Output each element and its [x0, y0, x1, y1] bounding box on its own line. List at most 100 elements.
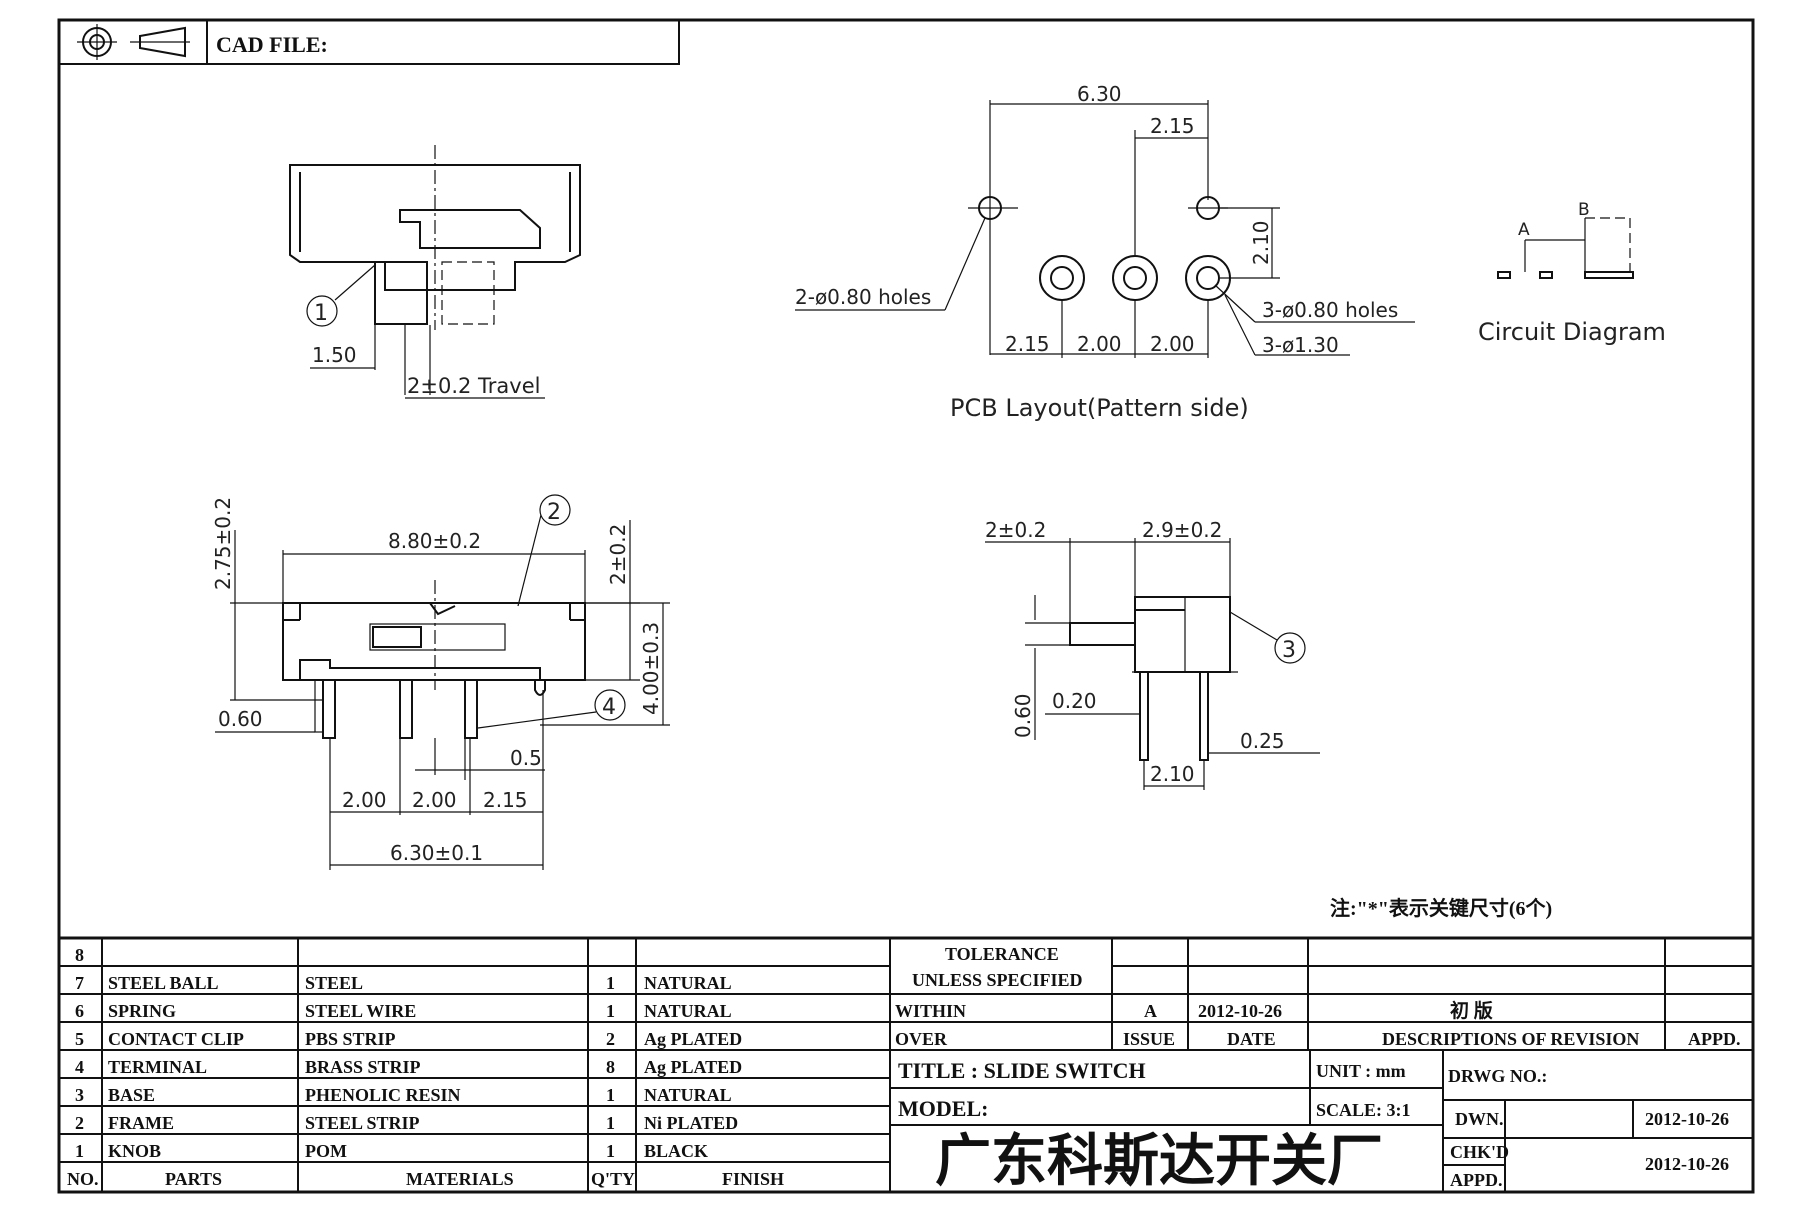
circuit-diagram: B A Circuit Diagram — [1478, 200, 1666, 346]
rev-header-date: DATE — [1227, 1029, 1276, 1049]
callout-4: 4 — [602, 695, 616, 720]
bom-header-no: NO. — [67, 1169, 99, 1189]
bom-no-5: 5 — [75, 1029, 84, 1049]
bom-qty-2: 1 — [606, 1113, 615, 1133]
scale-label: SCALE: 3:1 — [1316, 1100, 1411, 1120]
dim-8-80: 8.80±0.2 — [388, 529, 481, 553]
dim-6-30-total: 6.30±0.1 — [390, 841, 483, 865]
circuit-caption: Circuit Diagram — [1478, 318, 1666, 346]
bom-no-7: 7 — [75, 973, 84, 993]
dim-2-00-p2: 2.00 — [412, 788, 457, 812]
dim-2-00-p1: 2.00 — [342, 788, 387, 812]
bom-finish-5: Ag PLATED — [644, 1029, 742, 1049]
drawing-title: TITLE : SLIDE SWITCH — [898, 1058, 1146, 1083]
bom-part-7: STEEL BALL — [108, 973, 219, 993]
bom-part-5: CONTACT CLIP — [108, 1029, 244, 1049]
callout-3-circle — [1274, 632, 1306, 664]
rev-header-appd: APPD. — [1688, 1029, 1741, 1049]
bom-no-3: 3 — [75, 1085, 84, 1105]
front-view: 2 4 8.80±0.2 2.75±0.2 2±0.2 4.00±0.3 0.6… — [211, 494, 670, 870]
bom-qty-5: 2 — [606, 1029, 615, 1049]
bom-header-materials: MATERIALS — [406, 1169, 514, 1189]
bom-header-finish: FINISH — [722, 1169, 784, 1189]
dim-0-5: 0.5 — [510, 746, 542, 770]
over-label: OVER — [895, 1029, 948, 1049]
callout-3: 3 — [1282, 638, 1296, 663]
bom-table: 8 7 STEEL BALL STEEL 1 NATURAL 6 SPRING … — [59, 938, 891, 1192]
within-label: WITHIN — [895, 1001, 966, 1021]
bom-part-6: SPRING — [108, 1001, 176, 1021]
bom-part-3: BASE — [108, 1085, 155, 1105]
tolerance-label: TOLERANCE — [945, 944, 1059, 964]
bom-qty-6: 1 — [606, 1001, 615, 1021]
bom-material-5: PBS STRIP — [305, 1029, 396, 1049]
bom-no-1: 1 — [75, 1141, 84, 1161]
callout-1: 1 — [314, 301, 328, 326]
bom-qty-4: 8 — [606, 1057, 615, 1077]
pad-1 — [1039, 255, 1085, 301]
bom-finish-4: Ag PLATED — [644, 1057, 742, 1077]
unit-label: UNIT : mm — [1316, 1061, 1406, 1081]
dim-4-00: 4.00±0.3 — [639, 622, 663, 715]
bom-finish-6: NATURAL — [644, 1001, 732, 1021]
bom-material-1: POM — [305, 1141, 347, 1161]
bom-no-8: 8 — [75, 945, 84, 965]
chkd-date: 2012-10-26 — [1645, 1154, 1729, 1174]
unless-specified-label: UNLESS SPECIFIED — [912, 970, 1083, 990]
bom-material-7: STEEL — [305, 973, 363, 993]
bom-no-6: 6 — [75, 1001, 84, 1021]
label-3-holes: 3-ø0.80 holes — [1262, 298, 1398, 322]
bom-material-6: STEEL WIRE — [305, 1001, 416, 1021]
callout-1-circle — [306, 295, 338, 327]
dim-2-15-top: 2.15 — [1150, 114, 1195, 138]
appd-label: APPD. — [1450, 1170, 1503, 1190]
rev-issue: A — [1144, 1001, 1157, 1021]
callout-2-circle — [539, 494, 571, 526]
bom-qty-3: 1 — [606, 1085, 615, 1105]
revision-block: TOLERANCE UNLESS SPECIFIED WITHIN OVER A… — [890, 938, 1753, 1051]
model-label: MODEL: — [898, 1096, 988, 1121]
pcb-layout: 6.30 2.15 2.10 2-ø0.80 holes — [795, 82, 1415, 422]
projection-symbol-icon — [77, 24, 190, 60]
bom-header-parts: PARTS — [165, 1169, 222, 1189]
company-name: 广东科斯达开关厂 — [935, 1131, 1383, 1193]
dim-2-75: 2.75±0.2 — [211, 497, 235, 590]
bom-material-2: STEEL STRIP — [305, 1113, 420, 1133]
dim-2-10: 2.10 — [1249, 220, 1273, 265]
dim-travel: 2±0.2 Travel — [407, 374, 540, 398]
dim-6-30: 6.30 — [1077, 82, 1122, 106]
pcb-caption: PCB Layout(Pattern side) — [950, 394, 1249, 422]
dim-0-20: 0.20 — [1052, 689, 1097, 713]
bom-finish-7: NATURAL — [644, 973, 732, 993]
dim-1-50: 1.50 — [312, 343, 357, 367]
bom-finish-1: BLACK — [644, 1141, 708, 1161]
key-dimension-note: 注:"*"表示关键尺寸(6个) — [1330, 896, 1552, 920]
dim-0-60-side: 0.60 — [1011, 693, 1035, 738]
title-block: 8 7 STEEL BALL STEEL 1 NATURAL 6 SPRING … — [59, 936, 1753, 1193]
circuit-label-a: A — [1518, 220, 1530, 240]
label-2-holes: 2-ø0.80 holes — [795, 285, 931, 309]
rev-header-description: DESCRIPTIONS OF REVISION — [1382, 1029, 1639, 1049]
dim-2-02: 2±0.2 — [606, 524, 630, 585]
dim-2-knob: 2±0.2 — [985, 518, 1046, 542]
bom-finish-2: Ni PLATED — [644, 1113, 738, 1133]
dwn-date: 2012-10-26 — [1645, 1109, 1729, 1129]
chkd-label: CHK'D — [1450, 1142, 1509, 1162]
circuit-label-b: B — [1578, 200, 1590, 220]
callout-4-circle — [594, 689, 626, 721]
top-view: 1 1.50 2±0.2 Travel — [289, 145, 581, 399]
drawing-border — [57, 18, 1755, 1194]
pad-2 — [1112, 255, 1158, 301]
bom-part-4: TERMINAL — [108, 1057, 207, 1077]
rev-date: 2012-10-26 — [1198, 1001, 1282, 1021]
rev-header-issue: ISSUE — [1123, 1029, 1175, 1049]
dim-2-9: 2.9±0.2 — [1142, 518, 1222, 542]
bom-finish-3: NATURAL — [644, 1085, 732, 1105]
mount-hole-left — [968, 196, 1018, 220]
side-view: 3 2±0.2 2.9±0.2 0.60 0.20 0.25 2.10 — [985, 518, 1320, 790]
bom-material-4: BRASS STRIP — [305, 1057, 421, 1077]
bom-part-2: FRAME — [108, 1113, 174, 1133]
bom-material-3: PHENOLIC RESIN — [305, 1085, 461, 1105]
label-3-pads: 3-ø1.30 — [1262, 333, 1339, 357]
drawing-number-label: DRWG NO.: — [1448, 1066, 1547, 1086]
